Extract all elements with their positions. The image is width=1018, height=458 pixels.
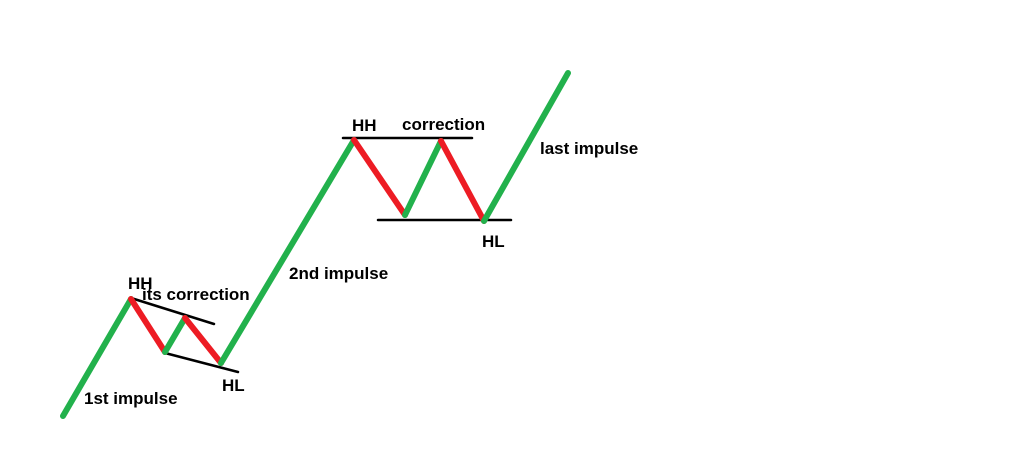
second-impulse-leg: [218, 137, 357, 366]
second-correction-leg-up: [402, 138, 444, 218]
price-path: [60, 70, 571, 419]
last-impulse-leg: [481, 70, 571, 224]
second-impulse-label: 2nd impulse: [289, 264, 388, 283]
second-hh-label: HH: [352, 116, 377, 135]
second-hl-label: HL: [482, 232, 505, 251]
first-impulse-leg: [60, 296, 134, 419]
correction-label: correction: [402, 115, 485, 134]
first-correction-leg-down-2: [182, 315, 224, 366]
first-correction-leg-up: [162, 315, 188, 355]
first-hl-label: HL: [222, 376, 245, 395]
second-correction-leg-down: [351, 137, 408, 218]
level-lines: [129, 136, 513, 374]
first-hh-label: HH: [128, 274, 153, 293]
first-upper-trendline: [129, 296, 216, 326]
first-correction-leg-down: [128, 296, 168, 355]
last-impulse-label: last impulse: [540, 139, 638, 158]
second-correction-leg-down-2: [438, 138, 487, 224]
first-lower-trendline: [163, 351, 240, 374]
first-impulse-label: 1st impulse: [84, 389, 178, 408]
annotations: HH its correction HL 1st impulse 2nd imp…: [84, 115, 638, 408]
its-correction-label: its correction: [142, 285, 250, 304]
